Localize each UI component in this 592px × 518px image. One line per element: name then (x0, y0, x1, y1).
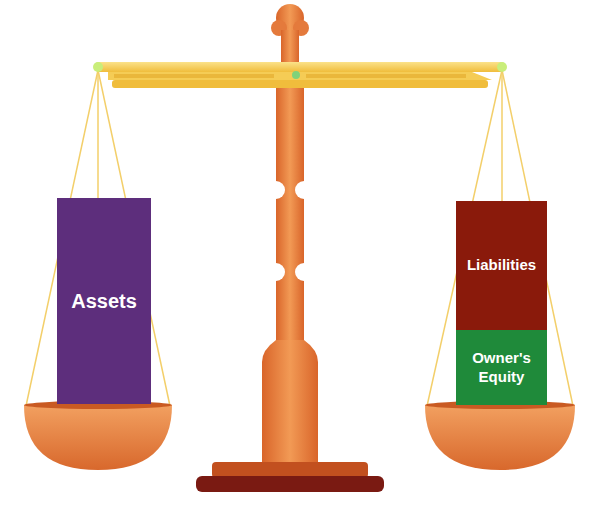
asset-block: Assets (57, 198, 151, 404)
scale-pans (24, 401, 575, 470)
block-label: Owner's Equity (462, 349, 541, 387)
block-label: Assets (71, 289, 137, 314)
block-label: Liabilities (467, 256, 536, 275)
equity-block: Owner's Equity (456, 330, 547, 405)
liability-block: Liabilities (456, 201, 547, 330)
scale-beam (93, 62, 507, 88)
